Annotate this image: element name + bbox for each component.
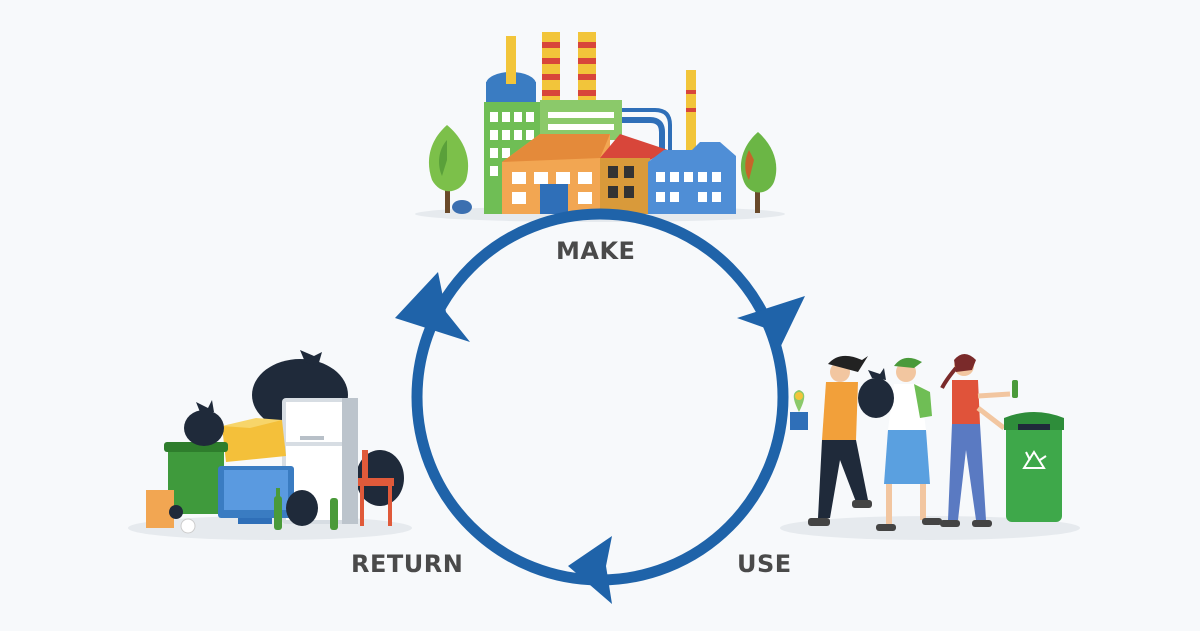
recycle-bin-icon <box>1004 412 1064 522</box>
cycle-arrow-icon <box>395 272 470 342</box>
cycle-loop <box>395 208 805 604</box>
tree-icon <box>740 132 777 213</box>
recycle-symbol-icon <box>1022 450 1047 469</box>
person-icon <box>858 357 942 531</box>
person-icon <box>790 355 872 526</box>
factory-icon <box>415 32 785 222</box>
stage-label-make: MAKE <box>556 237 636 265</box>
chimney-icon <box>578 32 596 102</box>
stage-label-use: USE <box>737 550 792 578</box>
stage-label-return: RETURN <box>351 550 464 578</box>
waste-pile-icon <box>128 350 412 540</box>
cycle-arrow-icon <box>737 296 805 352</box>
cycle-arrow-icon <box>568 536 612 604</box>
tree-icon <box>428 125 469 213</box>
people-recycling-icon <box>780 354 1080 540</box>
person-icon <box>940 354 1018 527</box>
chimney-icon <box>542 32 560 102</box>
